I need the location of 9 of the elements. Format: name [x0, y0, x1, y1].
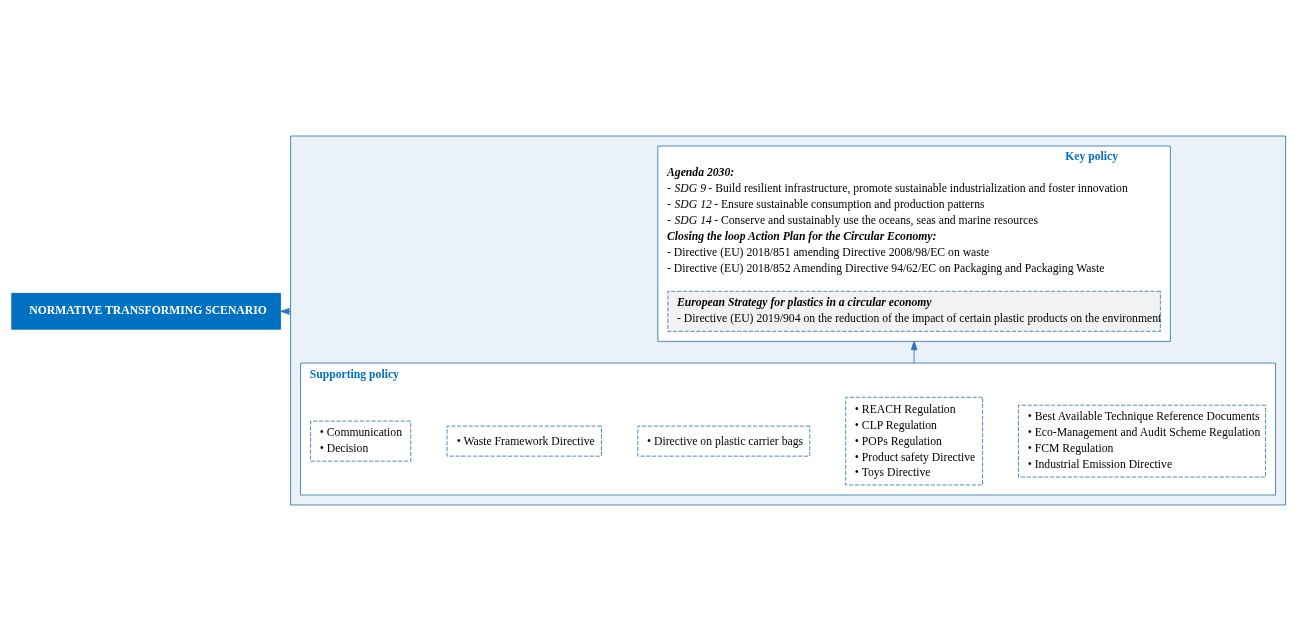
node-box: • REACH Regulation • CLP Regulation • POPs Regulation • Product safety Directive • Toys Directive [845, 396, 983, 486]
node-box: European Strategy for plastics in a circular economy - Directive (EU) 2019/904 on the reduction of the impact of certain plastic products on the environment [667, 290, 1161, 332]
node-box: NORMATIVE TRANSFORMING SCENARIO [11, 292, 281, 330]
node-box: • Directive on plastic carrier bags [637, 425, 811, 457]
node-box: • Best Available Technique Reference Documents • Eco-Management and Audit Scheme Regulation • FCM Regulation • Industrial Emission Directive [1018, 404, 1266, 478]
arrow [910, 340, 918, 364]
node-box: • Waste Framework Directive [446, 425, 602, 457]
arrow [280, 308, 291, 315]
node-box: • Communication • Decision [310, 420, 412, 462]
